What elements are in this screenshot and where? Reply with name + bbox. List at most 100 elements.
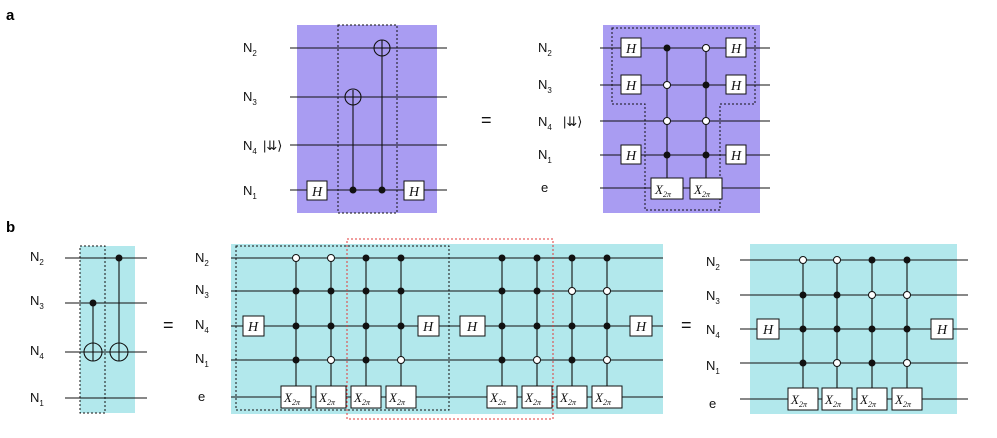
control-dot [89, 299, 97, 307]
mcx-column-4: X2π [385, 254, 417, 409]
control-dot [868, 256, 876, 264]
control-dot [397, 322, 405, 330]
control-dot [292, 322, 300, 330]
label-b-left-n2: N2 [30, 249, 44, 267]
x2pi-gate: X2π [787, 387, 819, 411]
ket-a-left: |⇊⟩ [263, 138, 282, 153]
anti-control-dot [663, 81, 671, 89]
label-b-left-n3: N3 [30, 293, 44, 311]
control-dot [378, 186, 386, 194]
svg-text:H: H [247, 320, 259, 335]
svg-text:X2π: X2π [824, 392, 842, 409]
h-gate: H [930, 318, 954, 340]
svg-text:X2π: X2π [894, 392, 912, 409]
anti-control-dot [903, 291, 911, 299]
label-a-right-n1: N1 [538, 147, 552, 165]
x2pi-gate: X2π [350, 385, 382, 409]
mcx-column-r2: X2π [821, 256, 853, 411]
h-gate: H [306, 180, 328, 201]
svg-text:X2π: X2π [654, 182, 672, 199]
control-dot [903, 325, 911, 333]
svg-text:H: H [408, 185, 420, 200]
control-dot [362, 254, 370, 262]
control-dot [397, 254, 405, 262]
h-gate: H [629, 315, 653, 337]
svg-text:H: H [625, 79, 637, 94]
svg-text:X2π: X2π [790, 392, 808, 409]
panel-a-right-circuit: N2 N3 N4 |⇊⟩ N1 e X2π X2π H H H [538, 25, 770, 213]
control-dot [568, 322, 576, 330]
svg-text:H: H [466, 320, 478, 335]
label-a-right-n3: N3 [538, 77, 552, 95]
dashed-outline-a-right [611, 27, 756, 211]
mcx-column-8: X2π [591, 254, 623, 409]
control-dot [702, 151, 710, 159]
h-gate: H [756, 318, 780, 340]
anti-control-dot [603, 356, 611, 364]
control-dot [362, 322, 370, 330]
label-a-left-n4: N4 [243, 138, 257, 156]
svg-text:H: H [625, 42, 637, 57]
control-dot [498, 254, 506, 262]
svg-text:H: H [625, 149, 637, 164]
panel-b-middle-circuit: N2 N3 N4 N1 e H H H H X2π X [195, 238, 663, 420]
panel-b-left-circuit: N2 N3 N4 N1 [30, 245, 147, 414]
x2pi-gate: X2π [650, 177, 684, 200]
svg-text:H: H [422, 320, 434, 335]
svg-text:X2π: X2π [524, 390, 542, 407]
label-b-right-n2: N2 [706, 254, 720, 272]
label-b-left-n1: N1 [30, 390, 44, 408]
h-gate: H [725, 144, 747, 165]
h-gate: H [242, 315, 265, 337]
panel-a-letter: a [6, 7, 15, 24]
mcx-column-5: X2π [486, 254, 518, 409]
label-a-right-n2: N2 [538, 40, 552, 58]
h-gate: H [725, 37, 747, 58]
mcx-column-r1: X2π [787, 256, 819, 411]
svg-text:H: H [311, 185, 323, 200]
control-dot [663, 44, 671, 52]
target-oplus-2 [373, 39, 391, 57]
anti-control-dot [292, 254, 300, 262]
h-gate: H [459, 315, 486, 337]
control-dot [327, 322, 335, 330]
label-a-right-e: e [541, 180, 548, 195]
label-a-left-n3: N3 [243, 89, 257, 107]
control-dot [568, 356, 576, 364]
control-dot [603, 322, 611, 330]
x2pi-gate: X2π [856, 387, 888, 411]
label-b-mid-e: e [198, 389, 205, 404]
svg-text:X2π: X2π [318, 390, 336, 407]
control-dot [868, 325, 876, 333]
svg-text:X2π: X2π [693, 182, 711, 199]
control-dot [115, 254, 123, 262]
anti-control-dot [663, 117, 671, 125]
control-dot [799, 291, 807, 299]
control-dot [362, 356, 370, 364]
control-dot [362, 287, 370, 295]
mcx-column-r3: X2π [856, 256, 888, 411]
x2pi-gate: X2π [521, 385, 553, 409]
h-gate: H [725, 74, 747, 95]
h-gate: H [417, 315, 440, 337]
label-a-left-n1: N1 [243, 183, 257, 201]
control-dot [292, 287, 300, 295]
label-b-left-n4: N4 [30, 343, 44, 361]
svg-text:H: H [936, 323, 948, 338]
svg-text:H: H [730, 79, 742, 94]
x2pi-gate: X2π [821, 387, 853, 411]
mcx-column-6: X2π [521, 254, 553, 409]
panel-b-letter: b [6, 219, 15, 236]
dashed-box-b-red [346, 238, 554, 420]
svg-text:H: H [730, 149, 742, 164]
equals-sign-a: = [481, 110, 492, 130]
x2pi-gate: X2π [891, 387, 923, 411]
svg-text:X2π: X2π [283, 390, 301, 407]
dashed-box-a-left [337, 24, 398, 214]
anti-control-dot [702, 117, 710, 125]
x2pi-gate: X2π [385, 385, 417, 409]
x2pi-gate: X2π [280, 385, 312, 409]
anti-control-dot [702, 44, 710, 52]
control-dot [533, 322, 541, 330]
